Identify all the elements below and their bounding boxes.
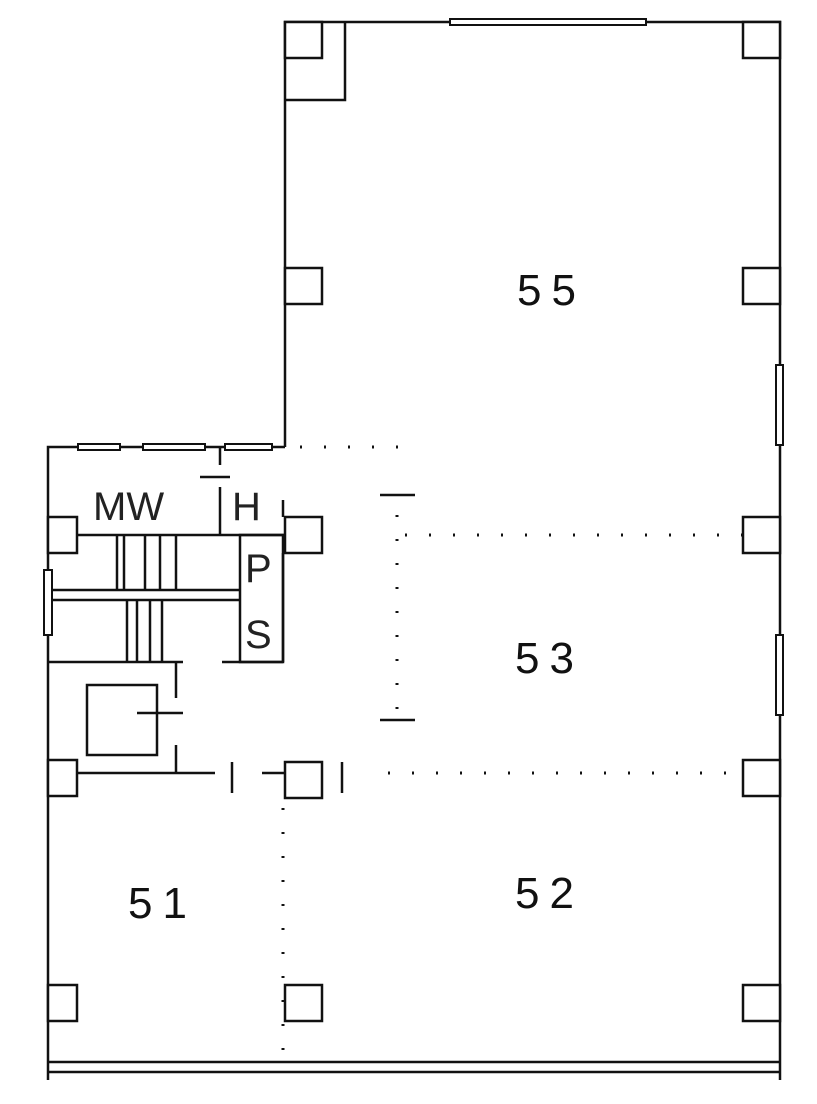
columns (46, 20, 782, 1023)
windows (43, 18, 784, 716)
label-h: H (232, 485, 261, 529)
stairs (52, 535, 240, 662)
label-mw: MW (93, 485, 164, 529)
label-p: P (245, 547, 272, 591)
dotted-partitions (281, 445, 743, 1060)
room-51: 51 (128, 879, 197, 928)
elevator (85, 683, 159, 757)
room-55: 55 (517, 266, 586, 315)
room-53: 53 (515, 634, 584, 683)
label-s: S (245, 613, 272, 657)
core (48, 447, 344, 793)
room-52: 52 (515, 869, 584, 918)
